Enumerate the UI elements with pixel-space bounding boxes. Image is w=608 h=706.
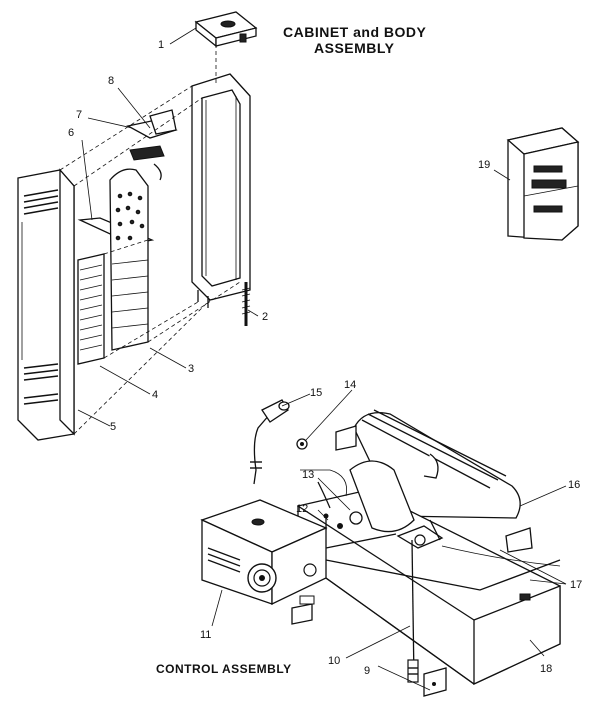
callout-10: 10	[328, 655, 340, 667]
callout-7: 7	[76, 109, 82, 121]
callout-5: 5	[110, 421, 116, 433]
callout-17: 17	[570, 579, 582, 591]
heat-exchanger-part	[109, 168, 149, 351]
callout-2: 2	[262, 311, 268, 323]
nut-part	[296, 438, 308, 450]
callout-9: 9	[364, 665, 370, 677]
cabinet-title-line2: ASSEMBLY	[314, 40, 395, 56]
callout-numbers: 1 2 3 4 5 6 7 8 9 10 11 12 13 14 15 16 1…	[68, 39, 582, 677]
top-cap-part	[194, 11, 258, 48]
front-panel-part	[17, 168, 75, 441]
cabinet-title-line1: CABINET and BODY	[283, 24, 427, 40]
pilot-burner-part	[349, 460, 444, 549]
callout-18: 18	[540, 663, 552, 675]
callout-15: 15	[310, 387, 322, 399]
control-assembly-title: CONTROL ASSEMBLY	[156, 662, 292, 676]
alignment-lines	[59, 44, 251, 435]
thermostat-part	[506, 127, 580, 241]
callout-11: 11	[200, 629, 211, 641]
callout-1: 1	[158, 39, 164, 51]
callout-12: 12	[296, 503, 308, 515]
callout-4: 4	[152, 389, 158, 401]
leader-lines	[77, 27, 567, 691]
upper-bracket-part	[126, 109, 178, 181]
callout-3: 3	[188, 363, 194, 375]
callout-14: 14	[344, 379, 356, 391]
callout-13: 13	[302, 469, 314, 481]
callout-16: 16	[568, 479, 580, 491]
screw-part	[241, 282, 251, 326]
callout-8: 8	[108, 75, 114, 87]
thermocouple-part	[250, 399, 290, 485]
grille-part	[77, 253, 105, 365]
cabinet-frame-part	[191, 73, 251, 308]
gas-valve-part	[200, 499, 328, 606]
callout-6: 6	[68, 127, 74, 139]
tubing-lines	[300, 469, 561, 591]
callout-19: 19	[478, 159, 490, 171]
